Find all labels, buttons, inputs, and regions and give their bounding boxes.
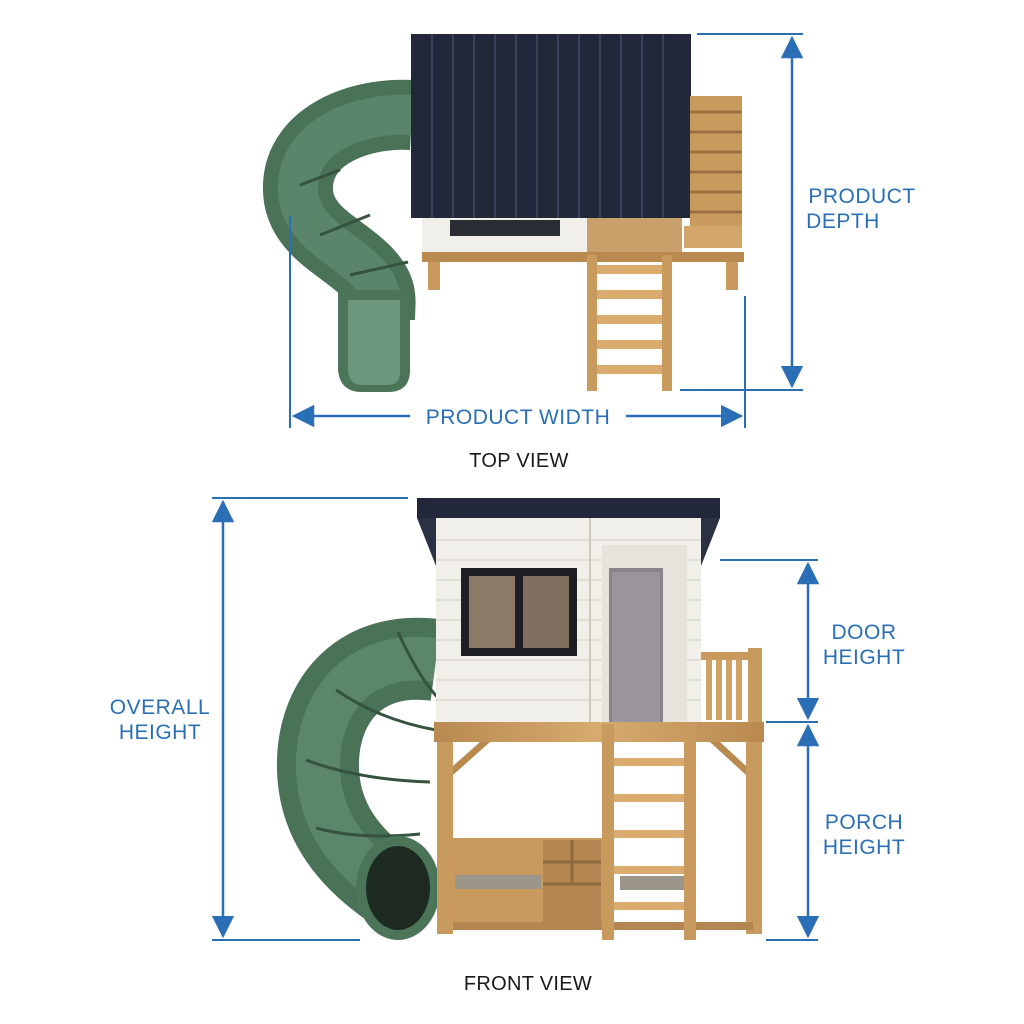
porch-height-label-line2: HEIGHT <box>823 836 905 859</box>
top-view-ladder <box>587 255 672 391</box>
top-view-post <box>428 262 440 290</box>
overall-height-label-line1: OVERALL <box>110 696 210 719</box>
top-view-roof <box>411 34 691 218</box>
top-view-post <box>726 262 738 290</box>
product-depth-label-line1: PRODUCT <box>808 185 915 208</box>
top-view-deck-rail <box>684 96 742 248</box>
front-view-porch-rail <box>701 648 762 722</box>
front-view-brace <box>710 742 746 775</box>
top-view-caption: TOP VIEW <box>469 450 568 472</box>
front-view-caption: FRONT VIEW <box>464 973 592 995</box>
front-view-door <box>602 545 687 722</box>
porch-height-label-line1: PORCH <box>825 811 903 834</box>
door-height-label-line2: HEIGHT <box>823 646 905 669</box>
front-view-ladder <box>602 724 696 940</box>
front-view-window <box>461 568 577 656</box>
front-view-post-left <box>437 742 453 934</box>
front-view-roof <box>417 498 720 566</box>
top-view-window <box>450 220 560 236</box>
door-height-label-line1: DOOR <box>832 621 897 644</box>
front-view-post-right <box>746 742 762 934</box>
overall-height-label-line2: HEIGHT <box>119 721 201 744</box>
product-depth-label-line2: DEPTH <box>806 210 880 233</box>
top-view-slide <box>263 79 416 392</box>
product-width-label: PRODUCT WIDTH <box>426 406 611 429</box>
front-view-slide <box>276 617 442 940</box>
front-view: OVERALL HEIGHT DOOR HEIGHT PORCH HEIGHT … <box>104 497 914 995</box>
top-view: PRODUCT WIDTH PRODUCT DEPTH TOP VIEW <box>263 33 926 472</box>
front-view-platform <box>434 722 764 742</box>
top-view-platform-beam <box>422 252 744 262</box>
front-view-brace <box>453 742 490 775</box>
top-view-porch-floor <box>587 218 682 252</box>
